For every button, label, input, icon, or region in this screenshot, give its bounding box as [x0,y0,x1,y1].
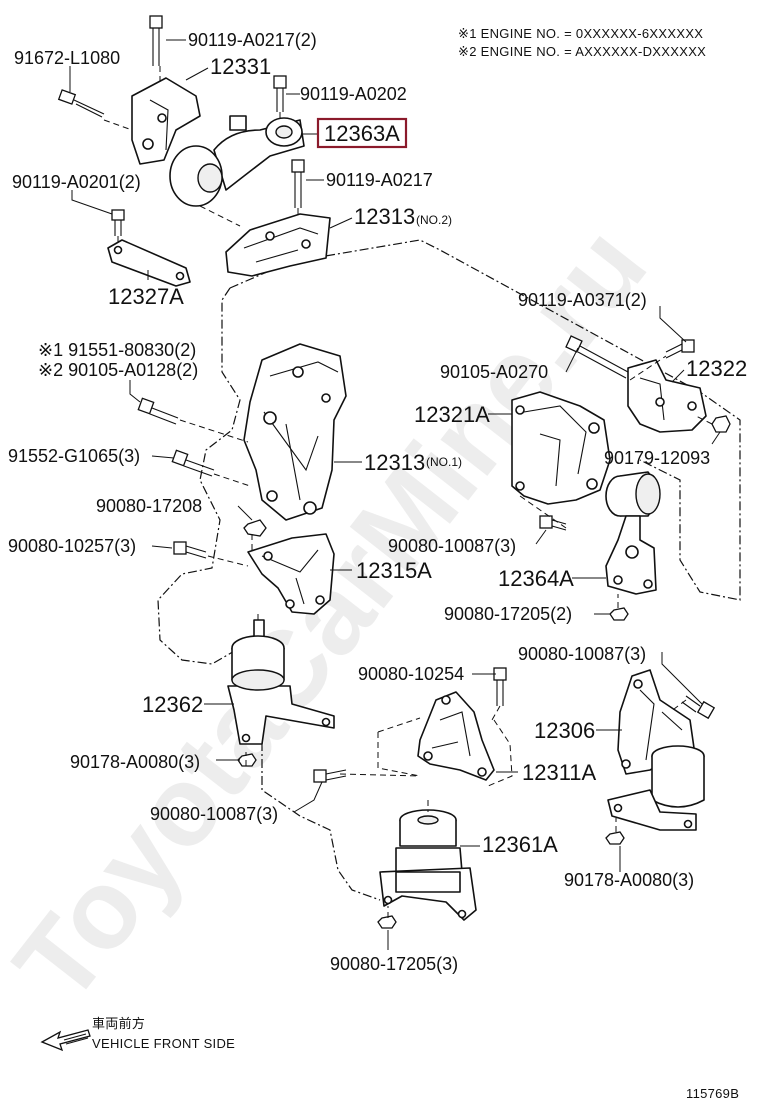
label-90080-17208[interactable]: 90080-17208 [96,496,202,516]
bolt-90080-10087-left [313,769,347,783]
label-12363a[interactable]: 12363A [324,121,400,146]
label-90080-10257-3[interactable]: 90080-10257(3) [8,536,136,556]
label-12361a[interactable]: 12361A [482,832,558,857]
label-90119-a0217[interactable]: 90119-A0217 [326,170,433,190]
part-12364a [605,471,661,595]
label-12327a[interactable]: 12327A [108,284,184,309]
bolt-91672-l1080 [57,89,105,118]
label-12306[interactable]: 12306 [534,718,595,743]
part-12321a [511,391,611,505]
label-90080-10254[interactable]: 90080-10254 [358,664,464,684]
part-12315a [247,533,335,615]
transaxle-outline [261,742,381,901]
bolt-90119-a0202 [273,75,287,112]
part-12362 [227,619,335,745]
label-12331[interactable]: 12331 [210,54,271,79]
highlight-box-12363a [316,117,408,149]
part-12306 [607,669,705,831]
label-90080-10087-3-mid[interactable]: 90080-10087(3) [388,536,516,556]
bolt-91551-80830 [137,397,179,425]
engine-note-1: ※1 ENGINE NO. = 0XXXXXX-6XXXXXX [458,26,703,41]
label-12322[interactable]: 12322 [686,356,747,381]
bolt-91552-g1065 [171,449,215,477]
front-label-en: VEHICLE FRONT SIDE [92,1036,235,1051]
diagram-id: 115769B [686,1086,739,1101]
label-90119-a0217-2[interactable]: 90119-A0217(2) [188,30,317,50]
label-90080-10087-3-right[interactable]: 90080-10087(3) [518,644,646,664]
bolt-90119-a0201 [111,209,125,236]
label-12362[interactable]: 12362 [142,692,203,717]
part-12313-no1 [243,343,347,521]
part-labels: 90119-A0217(2) 91672-L1080 12331 90119-A… [8,30,747,974]
alignment-lines [103,66,713,918]
label-12313-no1-suffix: (NO.1) [426,455,462,469]
bolt-90105-a0270 [565,335,629,379]
label-91552-g1065-3[interactable]: 91552-G1065(3) [8,446,140,466]
label-90080-17205-3[interactable]: 90080-17205(3) [330,954,458,974]
label-12313-no1[interactable]: 12313 [364,450,425,475]
front-label-jp: 車両前方 [92,1016,145,1031]
part-12313-no2 [225,213,331,277]
bolt-90080-10087-right [681,695,716,720]
label-90178-a0080-3-left[interactable]: 90178-A0080(3) [70,752,200,772]
label-91672-l1080[interactable]: 91672-L1080 [14,48,120,68]
nut-90080-17205-right [609,607,629,621]
label-12364a[interactable]: 12364A [498,566,574,591]
nut-90080-17205-bottom [377,915,397,929]
part-12327a [107,239,191,287]
vehicle-front-indicator: 車両前方 VEHICLE FRONT SIDE [40,1016,235,1052]
label-90105-a0128-2[interactable]: ※2 90105-A0128(2) [38,360,198,380]
label-12313-no2[interactable]: 12313 [354,204,415,229]
label-90119-a0202[interactable]: 90119-A0202 [300,84,407,104]
part-12363a-torque-rod [169,115,305,207]
part-12331 [131,77,201,165]
label-12315a[interactable]: 12315A [356,558,432,583]
nut-90179-12093 [711,415,731,433]
part-12322 [627,359,707,433]
bolt-90119-a0217-top [149,15,163,66]
label-90119-a0201-2[interactable]: 90119-A0201(2) [12,172,141,192]
bolt-90119-a0371 [665,339,695,359]
part-12311a [417,691,495,781]
label-90080-10087-3-left[interactable]: 90080-10087(3) [150,804,278,824]
label-91551-80830-2[interactable]: ※1 91551-80830(2) [38,340,196,360]
bolt-90080-10257 [173,541,207,559]
part-12361a [379,809,477,921]
engine-outline [157,239,741,665]
leader-lines [69,39,721,950]
label-90179-12093[interactable]: 90179-12093 [604,448,710,468]
label-90119-a0371-2[interactable]: 90119-A0371(2) [518,290,647,310]
label-90178-a0080-3-right[interactable]: 90178-A0080(3) [564,870,694,890]
label-12321a[interactable]: 12321A [414,402,490,427]
guide-box-12311a [377,717,513,787]
bolt-90080-10087-mid [539,515,567,531]
label-90080-17205-2[interactable]: 90080-17205(2) [444,604,572,624]
engine-note-2: ※2 ENGINE NO. = AXXXXXX-DXXXXXX [458,44,706,59]
nut-90178-a0080-right [605,831,625,845]
label-12311a[interactable]: 12311A [522,760,597,785]
label-12313-no2-suffix: (NO.2) [416,213,452,227]
bolt-90119-a0217 [291,159,305,208]
nut-90080-17208 [243,519,267,537]
label-90105-a0270[interactable]: 90105-A0270 [440,362,548,382]
